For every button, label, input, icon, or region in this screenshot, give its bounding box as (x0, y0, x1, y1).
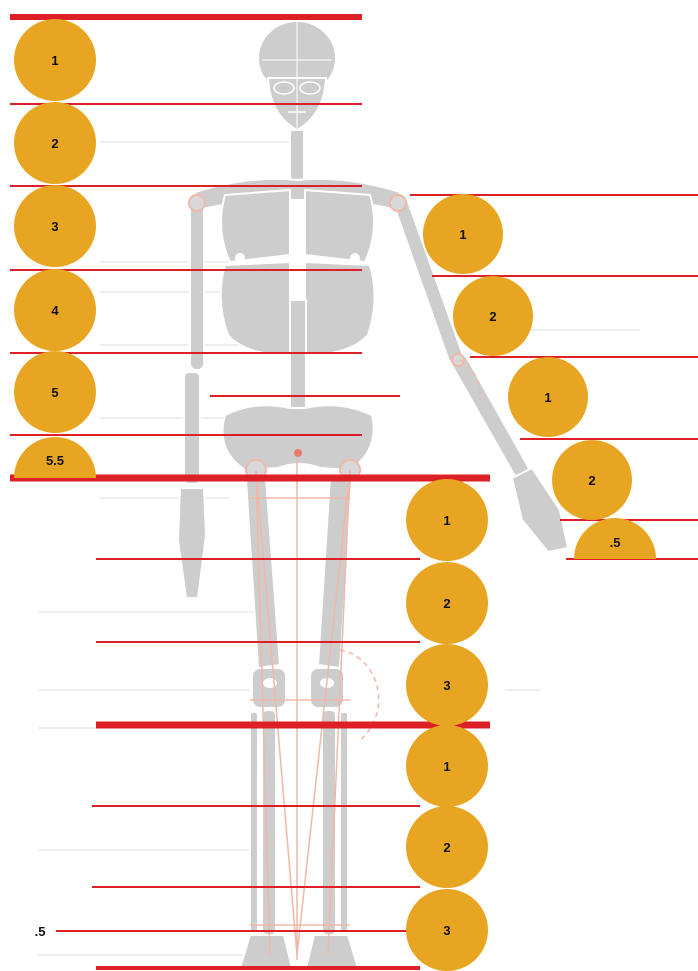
right-foot (306, 935, 358, 968)
svg-text:1: 1 (51, 53, 58, 68)
svg-text:2: 2 (443, 596, 450, 611)
svg-text:.5: .5 (35, 924, 46, 939)
hand-column: .5 (574, 518, 656, 559)
forearm-unit-2: 2 (552, 440, 632, 520)
svg-text:3: 3 (443, 678, 450, 693)
skeleton-figure (178, 21, 568, 968)
right-fibula (340, 712, 348, 932)
svg-text:3: 3 (51, 219, 58, 234)
lower-leg-column: 1 2 3 (406, 725, 488, 971)
left-fibula (250, 712, 258, 932)
left-femur (246, 478, 280, 668)
left-foot (240, 935, 292, 968)
svg-text:2: 2 (588, 473, 595, 488)
head-unit-4: 4 (14, 269, 96, 351)
head-column: 1 2 3 4 5 5.5 (14, 19, 96, 478)
head-unit-5: 5 (14, 351, 96, 433)
svg-text:2: 2 (51, 136, 58, 151)
svg-text:3: 3 (443, 923, 450, 938)
thigh-column: 1 2 3 (406, 479, 488, 726)
svg-text:1: 1 (443, 513, 450, 528)
thigh-unit-2: 2 (406, 562, 488, 644)
svg-text:2: 2 (443, 840, 450, 855)
head-unit-5-5: 5.5 (14, 437, 96, 478)
lower-leg-unit-2: 2 (406, 806, 488, 888)
svg-text:2: 2 (489, 309, 496, 324)
lower-leg-unit-3: 3 (406, 889, 488, 971)
left-humerus (190, 200, 204, 370)
svg-text:1: 1 (459, 227, 466, 242)
upper-arm-unit-1: 1 (423, 194, 503, 274)
svg-text:5: 5 (51, 385, 58, 400)
cervical-spine (290, 130, 304, 182)
svg-text:1: 1 (544, 390, 551, 405)
rib-cage (221, 190, 290, 262)
left-forearm (184, 372, 200, 484)
hand-unit-half: .5 (574, 518, 656, 559)
left-hand (178, 488, 206, 598)
skull (258, 21, 336, 130)
upper-arm-unit-2: 2 (453, 276, 533, 356)
svg-text:4: 4 (51, 303, 59, 318)
forearm-unit-1: 1 (508, 357, 588, 437)
svg-text:1: 1 (443, 759, 450, 774)
lumbar-spine (290, 300, 306, 410)
head-unit-1: 1 (14, 19, 96, 101)
foot-marker: .5 (35, 924, 46, 939)
left-knee (252, 668, 286, 708)
svg-text:5.5: 5.5 (46, 453, 64, 468)
lower-ribs (221, 262, 290, 355)
head-unit-3: 3 (14, 185, 96, 267)
svg-text:.5: .5 (610, 535, 621, 550)
right-femur (318, 478, 352, 668)
lower-leg-unit-1: 1 (406, 725, 488, 807)
thigh-unit-3: 3 (406, 644, 488, 726)
thigh-unit-1: 1 (406, 479, 488, 561)
head-unit-2: 2 (14, 102, 96, 184)
